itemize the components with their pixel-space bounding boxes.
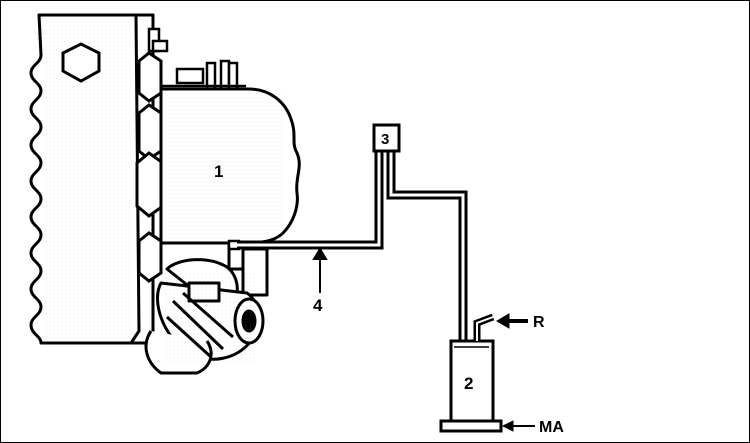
component-3-box bbox=[372, 123, 401, 153]
vacuum-hose bbox=[237, 149, 468, 341]
label-r: R bbox=[533, 314, 545, 331]
label-4-leader bbox=[312, 247, 328, 293]
label-4: 4 bbox=[313, 296, 323, 315]
component-2-canister bbox=[439, 313, 503, 433]
ma-arrow bbox=[501, 420, 535, 432]
top-fittings bbox=[147, 27, 246, 91]
label-1: 1 bbox=[214, 162, 223, 181]
intake-manifold bbox=[159, 87, 301, 245]
label-3: 3 bbox=[381, 131, 389, 148]
bolt-hex bbox=[61, 42, 101, 83]
label-2: 2 bbox=[464, 374, 473, 393]
throttle-texture bbox=[165, 273, 257, 363]
label-ma: MA bbox=[539, 419, 564, 436]
r-arrow bbox=[496, 313, 528, 329]
manifold-flange bbox=[135, 51, 165, 283]
